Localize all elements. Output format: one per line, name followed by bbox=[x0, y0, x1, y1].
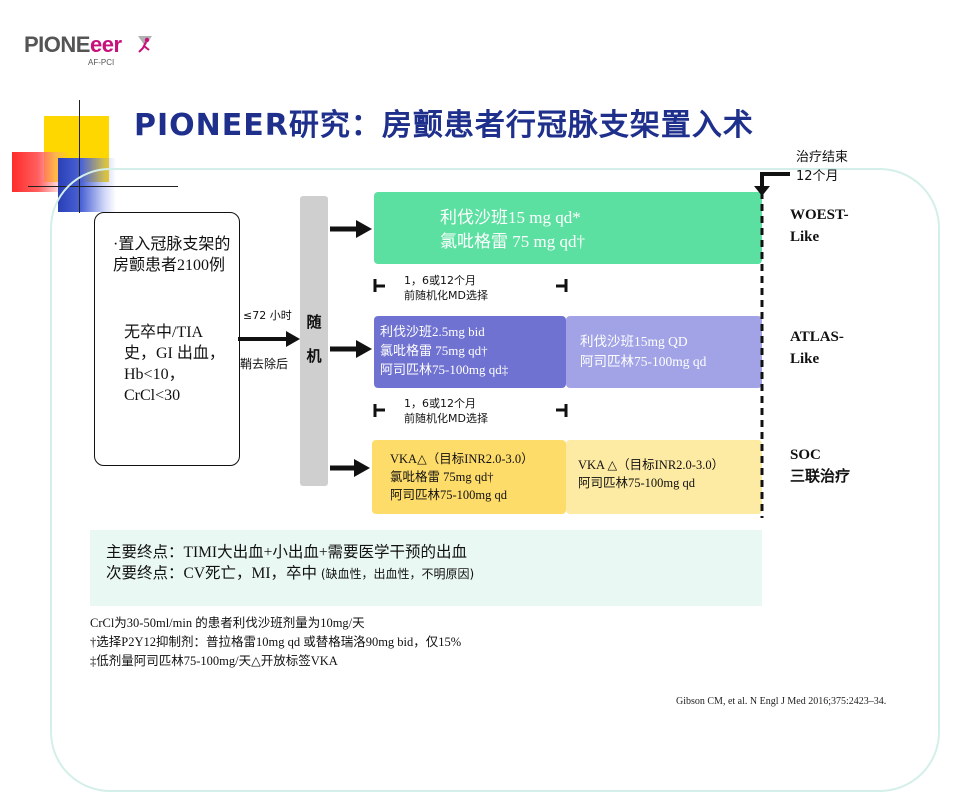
footnotes: CrCl为30-50ml/min 的患者利伐沙班剂量为10mg/天 †选择P2Y… bbox=[90, 614, 461, 671]
pioneer-logo: PIONEeer AF-PCI bbox=[24, 30, 154, 70]
footnote-p2y12: †选择P2Y12抑制剂：普拉格雷10mg qd 或替格瑞洛90mg bid，仅1… bbox=[90, 635, 462, 649]
rerandomization-note-2: 1，6或12个月前随机化MD选择 bbox=[404, 397, 488, 425]
diagram-connectors bbox=[238, 172, 790, 518]
page-title: PIONEER研究：房颤患者行冠脉支架置入术 bbox=[134, 108, 754, 143]
arrow-to-arm-atlas bbox=[330, 340, 372, 358]
randomization-bar bbox=[300, 196, 328, 486]
woest-like-label: WOEST-Like bbox=[790, 207, 849, 245]
arm-atlas-first-box bbox=[374, 316, 566, 388]
randomization-label: 随机 bbox=[306, 313, 322, 365]
arrow-to-arm-soc bbox=[330, 459, 370, 477]
endpoints-box bbox=[90, 530, 762, 606]
arrow-to-arm-woest bbox=[330, 220, 372, 238]
rerandomization-bracket-2 bbox=[373, 404, 568, 417]
arm-woest-text: 利伐沙班15 mg qd*氯吡格雷 75 mg qd† bbox=[440, 208, 585, 251]
logo-subtitle: AF-PCI bbox=[88, 58, 115, 67]
secondary-endpoint: 次要终点：CV死亡，MI，卒中 (缺血性，出血性，不明原因) bbox=[106, 565, 475, 582]
arm-atlas-second-box bbox=[566, 316, 762, 388]
rerandomization-bracket-1 bbox=[373, 279, 568, 292]
logo-runner-icon bbox=[138, 36, 152, 53]
footnote-aspirin: ‡低剂量阿司匹林75-100mg/天△开放标签VKA bbox=[90, 654, 338, 668]
arm-soc-second-box bbox=[566, 440, 762, 514]
arm-woest-box bbox=[374, 192, 762, 264]
endpoints-text: 主要终点：TIMI大出血+小出血+需要医学干预的出血 次要终点：CV死亡，MI，… bbox=[106, 542, 474, 585]
atlas-like-label: ATLAS-Like bbox=[790, 329, 844, 367]
footnote-crcl: CrCl为30-50ml/min 的患者利伐沙班剂量为10mg/天 bbox=[90, 616, 365, 630]
primary-endpoint: 主要终点：TIMI大出血+小出血+需要医学干预的出血 bbox=[106, 544, 468, 561]
decor-vertical-line bbox=[79, 100, 80, 213]
arm-soc-first-box bbox=[372, 440, 566, 514]
arm-soc-second-text: VKA △（目标INR2.0-3.0）阿司匹林75-100mg qd bbox=[578, 458, 725, 490]
rerandomization-note-1: 1，6或12个月前随机化MD选择 bbox=[404, 274, 488, 302]
sheath-removal-label: 鞘去除后 bbox=[240, 357, 289, 371]
citation: Gibson CM, et al. N Engl J Med 2016;375:… bbox=[676, 696, 887, 707]
treatment-end-arrow bbox=[754, 172, 790, 196]
timing-hours-label: ≤72 小时 bbox=[243, 309, 292, 322]
arm-soc-first-text: VKA△（目标INR2.0-3.0）氯吡格雷 75mg qd†阿司匹林75-10… bbox=[390, 452, 534, 502]
patient-count-text: ·置入冠脉支架的房颤患者2100例 bbox=[113, 236, 231, 274]
exclusion-criteria-text: 无卒中/TIA史，GI 出血，Hb<10，CrCl<30 bbox=[124, 324, 225, 404]
arrow-to-randomization bbox=[238, 331, 300, 347]
logo-wordmark: PIONEeer bbox=[24, 32, 122, 57]
